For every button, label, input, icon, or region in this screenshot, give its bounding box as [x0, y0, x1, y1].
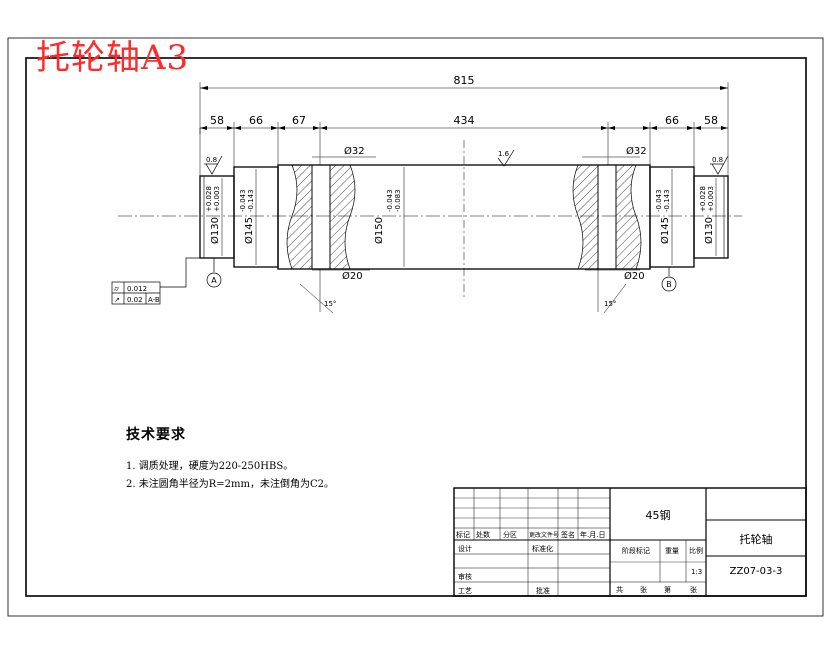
dim-left-1: 58 — [210, 114, 224, 127]
dia-body-tol-upper: -0.043 — [386, 189, 394, 212]
drawing-title: 托轮轴A3 — [36, 38, 190, 78]
datum-b: B — [666, 280, 672, 289]
dimension-arrows — [200, 86, 728, 130]
dia-seat-left: Ø145 — [243, 217, 255, 244]
dia-journal-right-tol-lower: +0.003 — [707, 186, 715, 212]
tol-row2-datum: A-B — [148, 296, 160, 304]
tb-ratio: 比例 — [689, 546, 703, 555]
tb-sheets-unit-1: 张 — [640, 585, 647, 594]
dia-seat-right-tol-upper: -0.043 — [655, 189, 663, 212]
tol-row2-symbol: ↗ — [114, 296, 120, 304]
tb-drawing-no: ZZ07-03-3 — [730, 566, 783, 577]
bore-dia-right: Ø20 — [624, 270, 645, 282]
tb-sheets-unit-2: 张 — [690, 585, 697, 594]
roughness-right: 0.8 — [712, 156, 723, 164]
tech-item-2: 2. 未注圆角半径为R=2mm，未注倒角为C2。 — [126, 479, 334, 490]
tb-header-count: 处数 — [476, 530, 490, 539]
tb-standardize: 标准化 — [532, 544, 553, 553]
angle-right: 15° — [604, 300, 616, 308]
tolerance-frame — [111, 257, 200, 305]
tb-header-sign: 签名 — [561, 530, 575, 539]
dia-seat-right: Ø145 — [659, 217, 671, 244]
shaft-outline — [199, 164, 729, 270]
roughness-middle: 1.6 — [498, 150, 510, 158]
tb-part-name: 托轮轴 — [740, 532, 773, 546]
dia-journal-left: Ø130 — [209, 217, 221, 244]
groove-dia-left: Ø32 — [344, 145, 365, 157]
dia-seat-right-tol-lower: -0.143 — [663, 189, 671, 212]
dim-left-3: 67 — [292, 114, 306, 127]
dim-overall: 815 — [454, 74, 475, 87]
tb-process: 工艺 — [458, 587, 472, 595]
tech-title: 技术要求 — [126, 427, 186, 443]
tb-material: 45钢 — [646, 509, 671, 522]
diameter-dim-lines — [221, 167, 717, 267]
datum-a: A — [211, 276, 217, 285]
technical-requirements: 技术要求 1. 调质处理，硬度为220-250HBS。 2. 未注圆角半径为R=… — [126, 424, 334, 494]
dia-body: Ø150 — [373, 217, 385, 244]
title-block — [453, 487, 807, 597]
tb-header-date: 年.月.日 — [580, 530, 605, 539]
tb-design: 设计 — [458, 544, 472, 553]
dim-right-1: 66 — [665, 114, 679, 127]
groove-dia-right: Ø32 — [626, 145, 647, 157]
dia-journal-left-tol-upper: +0.028 — [205, 186, 213, 212]
angle-marks — [299, 269, 627, 314]
outer-border — [7, 37, 824, 617]
tech-item-1: 1. 调质处理，硬度为220-250HBS。 — [126, 461, 294, 472]
dia-seat-left-tol-upper: -0.043 — [239, 189, 247, 212]
tb-sheets-current: 第 — [664, 585, 671, 594]
roughness-left: 0.8 — [206, 156, 217, 164]
dia-journal-right-tol-upper: +0.028 — [699, 186, 707, 212]
datum-markers — [206, 258, 677, 292]
inner-border — [25, 57, 807, 597]
tb-header-zone: 分区 — [503, 530, 517, 539]
dia-seat-left-tol-lower: -0.143 — [247, 189, 255, 212]
tol-row2-value: 0.02 — [127, 296, 143, 304]
angle-left: 15° — [324, 300, 336, 308]
dim-left-2: 66 — [249, 114, 263, 127]
dim-right-2: 58 — [704, 114, 718, 127]
extension-lines — [199, 82, 729, 176]
tb-scale: 1:3 — [691, 568, 702, 576]
tb-approve: 批准 — [536, 586, 550, 595]
dia-body-tol-lower: -0.083 — [394, 189, 402, 212]
roughness-symbols — [204, 149, 729, 175]
tol-row1-symbol: ⌭ — [114, 285, 119, 293]
dim-middle: 434 — [454, 114, 475, 127]
dia-journal-right: Ø130 — [703, 217, 715, 244]
tb-review: 审核 — [458, 572, 472, 581]
tb-header-mark: 标记 — [456, 530, 470, 539]
groove-callouts — [312, 156, 640, 271]
tb-sheets-total: 共 — [616, 585, 623, 594]
bore-dia-left: Ø20 — [342, 270, 363, 282]
dimension-lines — [199, 87, 728, 134]
tb-weight: 重量 — [665, 547, 679, 555]
tol-row1-value: 0.012 — [127, 285, 147, 293]
dia-journal-left-tol-lower: +0.003 — [213, 186, 221, 212]
hatched-sections — [286, 164, 642, 270]
tb-header-change-doc: 更改文件号 — [529, 531, 559, 539]
tb-stage-mark: 阶段标记 — [622, 546, 650, 555]
